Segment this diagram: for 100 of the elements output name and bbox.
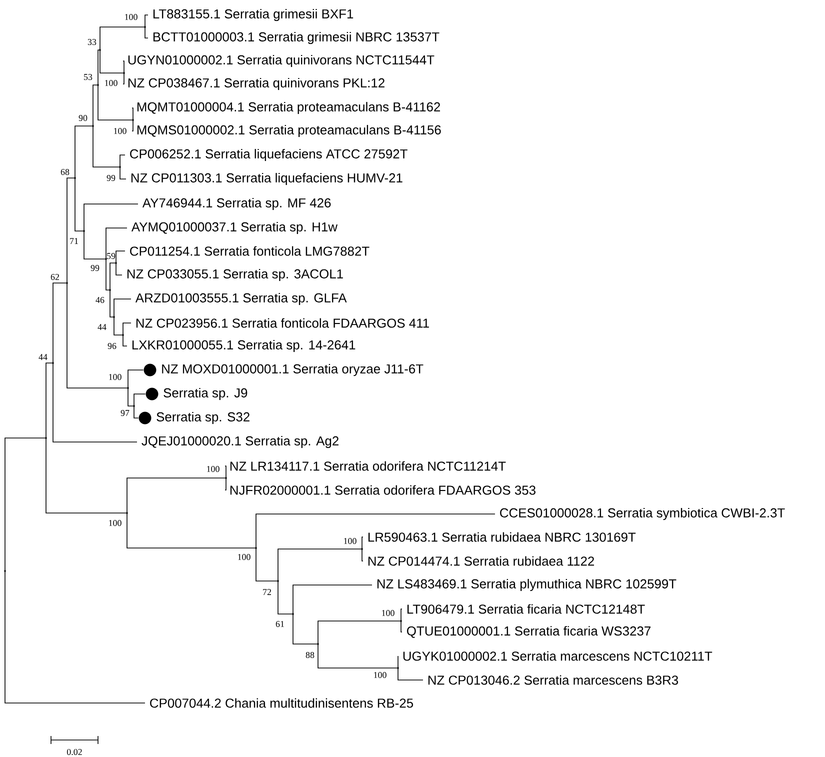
taxon-label: BCTT01000003.1 Serratia grimesii NBRC 13537T	[153, 32, 440, 44]
tree-branch	[116, 250, 126, 264]
scale-label: 0.02	[67, 748, 82, 756]
tree-branch	[144, 26, 148, 38]
taxon-label: MQMT01000004.1 Serratia proteamaculans B-41162	[137, 102, 440, 114]
tree-branch	[110, 290, 114, 318]
tree-branch	[74, 126, 94, 178]
marker-dot	[138, 412, 152, 424]
tree-branch	[52, 282, 68, 364]
tree-branch	[98, 50, 100, 86]
bootstrap-value: 100	[374, 672, 386, 678]
bootstrap-value: 100	[382, 610, 394, 616]
tree-branch	[110, 262, 116, 290]
tree-branch	[292, 614, 318, 644]
tree-branch	[98, 84, 134, 120]
tree-branch	[132, 120, 134, 132]
marker-dot	[146, 388, 158, 400]
tree-branch	[122, 60, 124, 74]
tree-branch	[116, 262, 122, 276]
taxon-label: NZ CP011303.1 Serratia liquefaciens HUMV-21	[131, 172, 402, 186]
bootstrap-value: 72	[263, 589, 271, 595]
tree-branch	[100, 50, 124, 74]
marker-dot	[144, 364, 156, 376]
bootstrap-value: 97	[120, 410, 130, 416]
tree-branch	[120, 166, 126, 180]
taxon-label: ARZD01003555.1 Serratia sp. GLFA	[135, 292, 347, 306]
tree-branch	[132, 108, 134, 120]
tree-branch	[66, 178, 76, 284]
taxon-label: NZ CP038467.1 Serratia quinivorans PKL:12	[128, 78, 384, 90]
tree-branch	[292, 584, 372, 614]
taxon-label: NZ LS483469.1 Serratia plymuthica NBRC 102599T	[377, 578, 676, 592]
bootstrap-value: 96	[108, 342, 116, 350]
tree-branch	[224, 478, 226, 490]
tree-branch	[46, 362, 54, 438]
tree-branch	[4, 570, 146, 704]
bootstrap-value: 62	[50, 274, 59, 280]
taxon-label: LXKR01000055.1 Serratia sp. 14-2641	[132, 340, 356, 352]
bootstrap-value: 100	[207, 466, 220, 472]
tree-branch	[4, 438, 46, 572]
taxon-label: CCES01000028.1 Serratia symbiotica CWBI-2.3T	[500, 508, 785, 520]
taxon-label: NZ CP023956.1 Serratia fonticola FDAARGOS 411	[136, 318, 429, 328]
bootstrap-value: 99	[106, 174, 116, 182]
taxon-label: CP011254.1 Serratia fonticola LMG7882T	[130, 246, 370, 256]
taxon-label: Serratia sp. J9	[164, 388, 248, 400]
tree-branch	[92, 84, 98, 126]
bootstrap-value: 100	[109, 520, 122, 526]
tree-branch	[114, 316, 124, 336]
bootstrap-value: 68	[60, 168, 70, 176]
tree-branch	[362, 548, 364, 562]
taxon-label: NZ CP013046.2 Serratia marcescens B3R3	[428, 675, 678, 685]
tree-branch	[362, 536, 364, 550]
tree-branch	[134, 406, 139, 418]
bootstrap-value: 100	[344, 538, 356, 544]
tree-branch	[126, 512, 256, 548]
tree-branch	[52, 362, 138, 442]
tree-branch	[278, 548, 362, 582]
taxon-label: AY746944.1 Serratia sp. MF 426	[142, 198, 331, 210]
taxon-label: LR590463.1 Serratia rubidaea NBRC 130169T	[368, 532, 636, 542]
bootstrap-value: 71	[70, 238, 78, 244]
taxon-label: NZ CP033055.1 Serratia sp. 3ACOL1	[127, 268, 343, 282]
bootstrap-value: 100	[109, 374, 122, 380]
bootstrap-value: 46	[96, 296, 104, 304]
bootstrap-value: 44	[38, 354, 48, 360]
taxon-label: LT883155.1 Serratia grimesii BXF1	[153, 8, 354, 22]
tree-branch	[66, 282, 128, 388]
taxon-label: NZ LR134117.1 Serratia odorifera NCTC11214T	[230, 461, 506, 471]
taxon-label: MQMS01000002.1 Serratia proteamaculans B-41156	[137, 124, 441, 138]
taxon-label: QTUE01000001.1 Serratia ficaria WS3237	[407, 626, 650, 638]
tree-branch	[84, 204, 138, 232]
bootstrap-value: 100	[238, 554, 250, 560]
tree-branch	[400, 608, 402, 622]
tree-branch	[114, 298, 132, 318]
tree-branch	[256, 548, 278, 582]
bootstrap-value: 61	[276, 620, 284, 628]
tree-branch	[122, 334, 128, 346]
taxon-label: JQEJ01000020.1 Serratia sp. Ag2	[142, 436, 338, 448]
bootstrap-value: 53	[84, 74, 92, 80]
tree-branch	[46, 438, 128, 514]
bootstrap-value: 90	[78, 114, 88, 122]
bootstrap-value: 100	[105, 80, 118, 86]
tree-branch	[318, 644, 398, 668]
tree-branch	[122, 72, 124, 84]
taxon-label: NJFR02000001.1 Serratia odorifera FDAARGOS 353	[230, 485, 536, 495]
tree-branch	[134, 394, 146, 406]
taxon-label: NZ CP014474.1 Serratia rubidaea 1122	[368, 556, 594, 566]
tree-branch	[128, 388, 134, 406]
tree-branch	[74, 178, 84, 232]
tree-branch	[84, 230, 106, 260]
taxon-label: UGYK01000002.1 Serratia marcescens NCTC10211T	[403, 651, 712, 661]
tree-branch	[400, 620, 402, 632]
taxon-label: UGYN01000002.1 Serratia quinivorans NCTC11544T	[128, 54, 434, 68]
taxon-label: AYMQ01000037.1 Serratia sp. H1w	[131, 222, 338, 234]
taxon-label: CP007044.2 Chania multitudinisentens RB-25	[150, 698, 414, 708]
tree-branch	[126, 478, 226, 514]
tree-branch	[100, 26, 146, 50]
taxon-label: CP006252.1 Serratia liquefaciens ATCC 27592T	[130, 148, 408, 162]
tree-branch	[318, 620, 402, 644]
tree-branch	[144, 14, 148, 28]
tree-branch	[92, 126, 120, 168]
tree-branch	[106, 228, 128, 260]
